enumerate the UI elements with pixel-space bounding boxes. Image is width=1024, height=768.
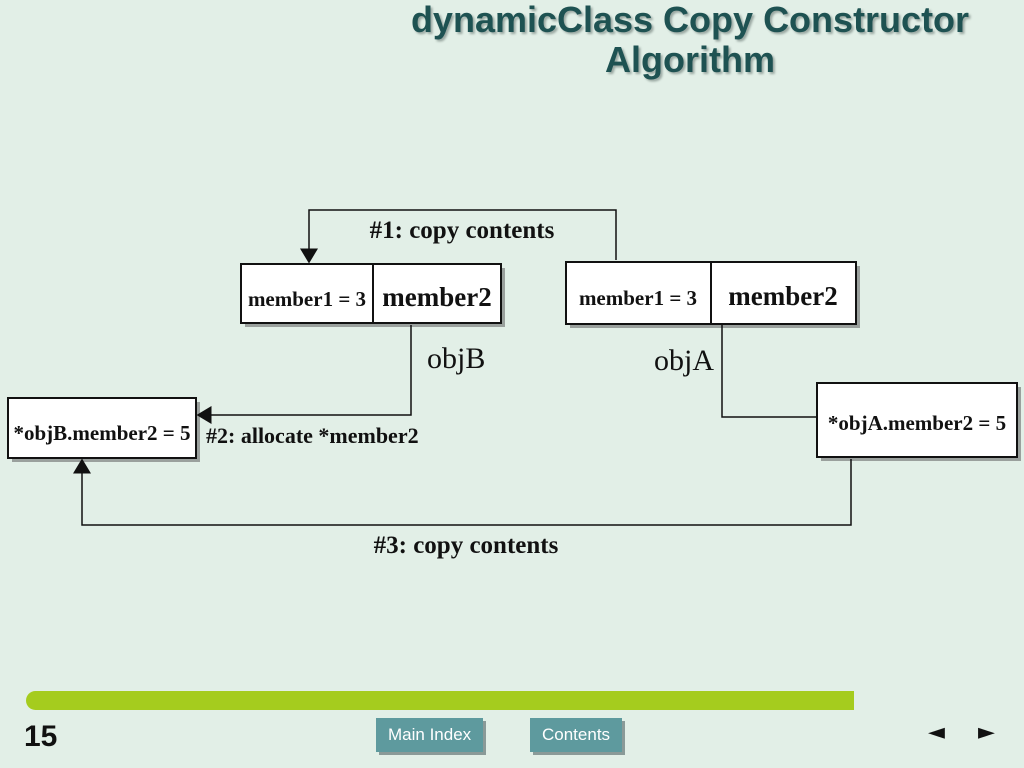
- title-line-1: dynamicClass Copy Constructor: [410, 0, 970, 40]
- objA-member1: member1 = 3: [579, 286, 697, 310]
- step3-arrow: [73, 458, 852, 526]
- objB-label: objB: [427, 342, 485, 375]
- objA-pointer-line: [721, 325, 817, 418]
- heap-objB-box: *objB.member2 = 5: [7, 397, 200, 462]
- step2-arrow: [196, 325, 412, 424]
- heap-objB-value: *objB.member2 = 5: [13, 421, 190, 445]
- objB-member1: member1 = 3: [248, 287, 366, 311]
- contents-button[interactable]: Contents: [530, 718, 623, 752]
- accent-bar: [26, 691, 854, 710]
- main-index-button[interactable]: Main Index: [376, 718, 484, 752]
- prev-arrow-icon[interactable]: ◄: [928, 720, 945, 745]
- heap-objA-box: *objA.member2 = 5: [816, 382, 1021, 461]
- heap-objA-value: *objA.member2 = 5: [828, 411, 1006, 435]
- page-number: 15: [24, 720, 58, 753]
- objA-member2: member2: [728, 281, 837, 311]
- step2-label: #2: allocate *member2: [206, 423, 419, 448]
- next-arrow-icon[interactable]: ►: [978, 720, 995, 745]
- step3-label: #3: copy contents: [374, 532, 559, 559]
- objA-box: member1 = 3 member2: [565, 261, 860, 328]
- step1-label: #1: copy contents: [370, 217, 555, 244]
- objB-box: member1 = 3 member2: [240, 263, 505, 327]
- objA-label: objA: [654, 344, 714, 377]
- objB-member2: member2: [382, 282, 491, 312]
- slide-title: dynamicClass Copy Constructor Algorithm: [360, 0, 1020, 80]
- title-line-2: Algorithm: [605, 39, 775, 80]
- step1-arrow: [300, 209, 617, 264]
